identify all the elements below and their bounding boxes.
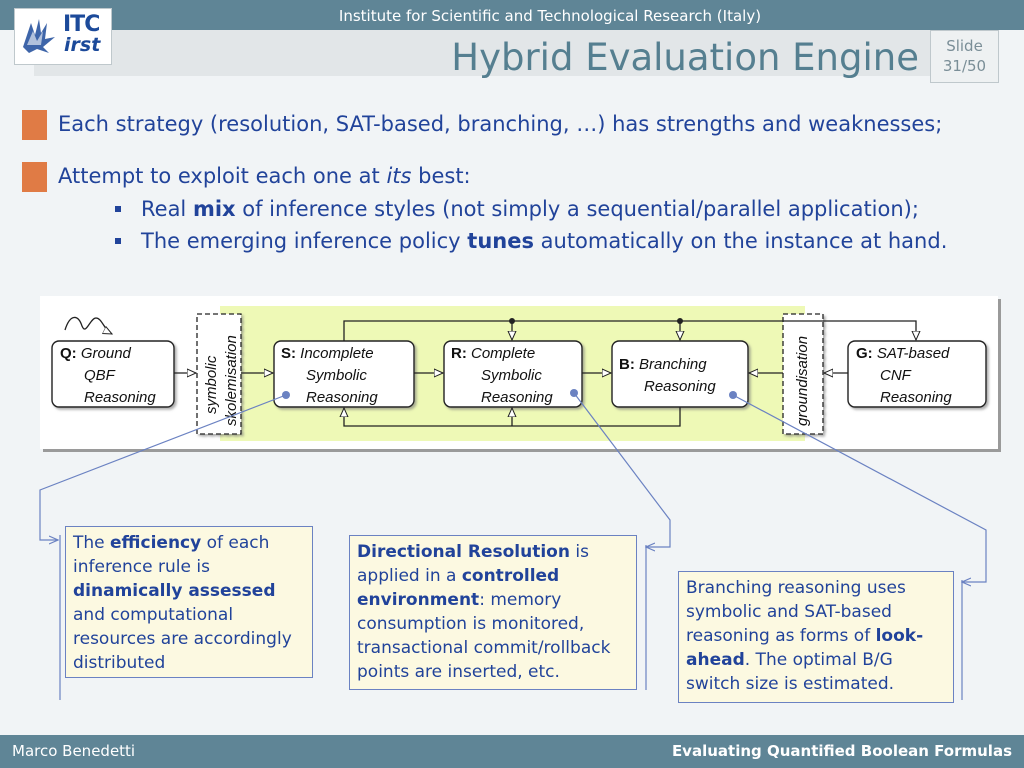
bullet-2: Attempt to exploit each one at its best: xyxy=(58,164,471,188)
box-g-line3: Reasoning xyxy=(880,389,952,406)
box-q-text: Q: Ground xyxy=(60,345,132,362)
box-r-text: R: Complete xyxy=(451,345,535,362)
callout-branching: Branching reasoning uses symbolic and SA… xyxy=(678,571,954,703)
bullet-marker xyxy=(22,110,47,140)
box-r-line3: Reasoning xyxy=(481,389,553,406)
box-q-line3: Reasoning xyxy=(84,389,156,406)
sub-bullet-marker xyxy=(115,206,121,212)
box-q-line2: QBF xyxy=(84,367,116,384)
diagram-canvas: Q: Ground QBF Reasoning symbolic skolemi… xyxy=(51,306,987,441)
box-g-text: G: SAT-based xyxy=(856,345,950,362)
logo-irst-text: irst xyxy=(64,34,101,56)
box-r-line2: Symbolic xyxy=(481,367,542,384)
diagram-arrows xyxy=(174,320,916,427)
skolemisation-label-2: skolemisation xyxy=(223,335,240,426)
box-s-text: S: Incomplete xyxy=(281,345,374,362)
slide-counter: Slide 31/50 xyxy=(930,30,999,83)
header-bar: Institute for Scientific and Technologic… xyxy=(0,0,1024,30)
junction-dot xyxy=(677,318,683,324)
sub-bullet-1-pre: Real xyxy=(141,197,193,221)
sub-bullet-2: The emerging inference policy tunes auto… xyxy=(141,229,947,253)
sub-bullet-2-pre: The emerging inference policy xyxy=(141,229,468,253)
callout-directional-resolution: Directional Resolution is applied in a c… xyxy=(349,535,637,690)
box-s-line2: Symbolic xyxy=(306,367,367,384)
bullet-marker xyxy=(22,162,47,192)
box-b-line2: Reasoning xyxy=(644,378,716,395)
institute-name: Institute for Scientific and Technologic… xyxy=(338,7,762,25)
footer-title: Evaluating Quantified Boolean Formulas xyxy=(671,742,1012,760)
groundisation-label: groundisation xyxy=(794,336,811,426)
sub-bullet-1-bold: mix xyxy=(192,197,236,221)
sub-bullet-1-post: of inference styles (not simply a sequen… xyxy=(235,197,919,221)
bullet-1: Each strategy (resolution, SAT-based, br… xyxy=(58,112,943,136)
junction-dot xyxy=(509,318,515,324)
slide-title: Hybrid Evaluation Engine xyxy=(451,36,919,79)
box-g-line2: CNF xyxy=(880,367,912,384)
eagle-icon xyxy=(23,19,55,53)
title-band xyxy=(34,30,930,76)
bullet-2-em: its xyxy=(386,164,412,188)
box-s-line3: Reasoning xyxy=(306,389,378,406)
footer-author: Marco Benedetti xyxy=(12,742,136,760)
slide-label: Slide xyxy=(946,37,983,55)
logo-itc-text: ITC xyxy=(63,12,100,37)
architecture-diagram: Q: Ground QBF Reasoning symbolic skolemi… xyxy=(40,296,998,449)
bullet-2-post: best: xyxy=(411,164,471,188)
bullet-2-pre: Attempt to exploit each one at xyxy=(58,164,387,188)
skolemisation-label-1: symbolic xyxy=(203,355,220,414)
slide-number: 31/50 xyxy=(942,57,987,75)
itc-irst-logo: ITC irst xyxy=(14,8,112,65)
footer-bar: Marco Benedetti Evaluating Quantified Bo… xyxy=(0,735,1024,768)
sub-bullet-2-post: automatically on the instance at hand. xyxy=(533,229,948,253)
sub-bullet-marker xyxy=(115,238,121,244)
squiggle-arrow xyxy=(64,316,112,335)
sub-bullet-1: Real mix of inference styles (not simply… xyxy=(141,197,919,221)
callout-efficiency: The efficiency of each inference rule is… xyxy=(65,526,313,678)
sub-bullet-2-bold: tunes xyxy=(467,229,534,253)
box-b xyxy=(611,340,749,408)
box-b-text: B: Branching xyxy=(619,356,707,373)
